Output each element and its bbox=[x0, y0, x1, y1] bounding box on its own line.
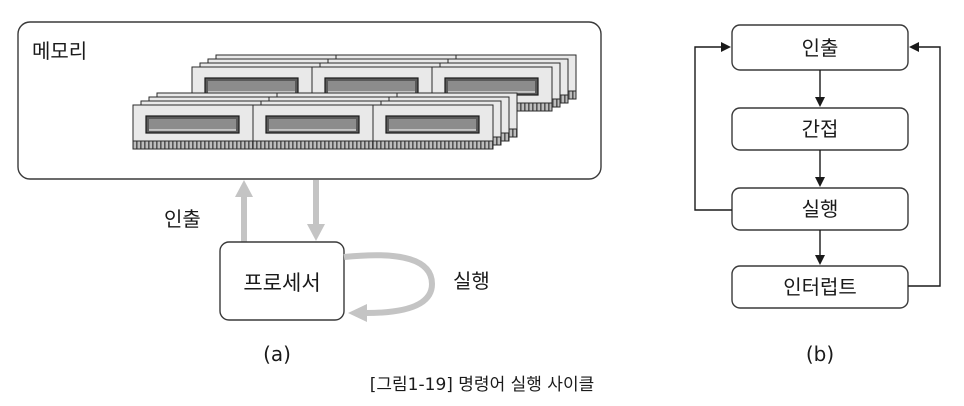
arrow-execute-to-interrupt bbox=[815, 230, 825, 265]
loop-head bbox=[909, 42, 919, 52]
step-interrupt: 인터럽트 bbox=[731, 265, 909, 309]
step-box bbox=[731, 265, 909, 309]
step-indirect: 간접 bbox=[731, 107, 909, 151]
loop-execute-to-fetch bbox=[694, 42, 732, 211]
memory-module-pins bbox=[372, 140, 494, 150]
memory-module-layer bbox=[132, 104, 494, 150]
store-arrow bbox=[307, 180, 325, 241]
memory-chip bbox=[448, 81, 535, 92]
fetch-label: 인출 bbox=[164, 207, 201, 231]
execute-label: 실행 bbox=[453, 269, 490, 293]
processor-box bbox=[219, 241, 345, 321]
figure-caption: [그림1-19] 명령어 실행 사이클 bbox=[370, 375, 594, 395]
arrow-head bbox=[815, 177, 825, 187]
memory-module-pins bbox=[252, 140, 374, 150]
arrow-head bbox=[815, 255, 825, 265]
arrow-fetch-to-indirect bbox=[815, 70, 825, 107]
processor-label: 프로세서 bbox=[243, 271, 320, 295]
panel-b: 인출 간접 실행 인터럽트 bbox=[694, 24, 941, 366]
execute-loop-curve bbox=[343, 252, 436, 316]
arrow-head bbox=[815, 97, 825, 107]
memory-label: 메모리 bbox=[32, 39, 87, 63]
panel-a-label: (a) bbox=[263, 342, 291, 366]
step-label: 인출 bbox=[802, 36, 839, 60]
execute-loop-head bbox=[348, 304, 367, 322]
step-label: 실행 bbox=[802, 197, 839, 221]
step-label: 인터럽트 bbox=[783, 275, 857, 299]
memory-chip bbox=[208, 81, 295, 92]
memory-chip bbox=[328, 81, 415, 92]
loop-line bbox=[908, 46, 941, 287]
loop-head bbox=[721, 42, 731, 52]
fetch-arrow bbox=[235, 180, 253, 242]
arrow-indirect-to-execute bbox=[815, 150, 825, 187]
memory-modules bbox=[132, 54, 577, 150]
step-fetch: 인출 bbox=[731, 24, 909, 71]
step-label: 간접 bbox=[802, 117, 839, 141]
memory-chip bbox=[269, 119, 356, 130]
fetch-arrow-head bbox=[235, 180, 253, 197]
store-arrow-head bbox=[307, 224, 325, 241]
panel-b-label: (b) bbox=[806, 342, 834, 366]
panel-a: 메모리 인출 프로세서 실행 (a) bbox=[17, 21, 602, 366]
memory-chip bbox=[389, 119, 476, 130]
execute-loop-arrow bbox=[343, 252, 436, 322]
memory-chip bbox=[149, 119, 236, 130]
memory-row-front bbox=[132, 92, 518, 150]
loop-line bbox=[694, 46, 732, 211]
step-execute: 실행 bbox=[731, 187, 909, 231]
loop-interrupt-to-fetch bbox=[908, 42, 941, 287]
memory-module-pins bbox=[132, 140, 254, 150]
